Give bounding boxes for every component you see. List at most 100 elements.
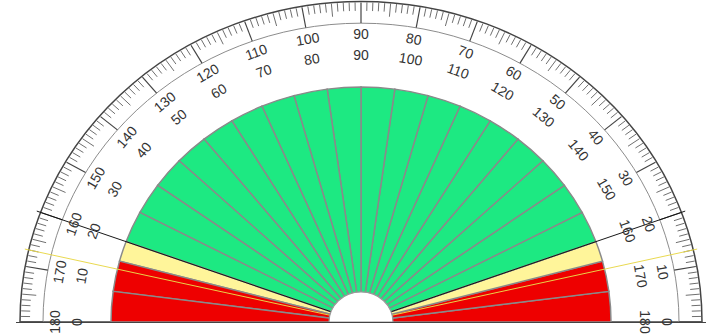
- scale-tick: [82, 139, 93, 147]
- scale-tick: [201, 40, 205, 47]
- scale-tick: [48, 197, 56, 200]
- scale-tick: [496, 30, 500, 38]
- scale-tick: [22, 294, 36, 295]
- scale-tick: [668, 202, 676, 205]
- scale-tick: [416, 7, 420, 27]
- scale-tick: [424, 8, 426, 16]
- scale-tick: [366, 2, 367, 10]
- scale-tick: [666, 197, 674, 200]
- scale-tick: [490, 28, 494, 36]
- scale-tick: [676, 223, 685, 226]
- scale-tick: [360, 2, 361, 23]
- scale-tick: [548, 60, 556, 71]
- scale-tick: [622, 125, 629, 130]
- scale-tick: [101, 117, 118, 130]
- scale-tick: [108, 108, 115, 114]
- scale-tick: [384, 3, 386, 11]
- scale-tick: [578, 81, 584, 87]
- scale-tick: [76, 148, 84, 153]
- scale-tick: [245, 22, 253, 41]
- scale-tick: [372, 3, 373, 11]
- scale-tick: [587, 88, 593, 94]
- scale-tick: [686, 261, 695, 263]
- scale-tick: [31, 245, 40, 247]
- scale-tick: [285, 11, 287, 19]
- scale-tick: [599, 100, 605, 106]
- scale-tick: [536, 51, 541, 58]
- scale-tick: [480, 24, 483, 32]
- scale-tick: [674, 218, 683, 221]
- scale-tick: [256, 18, 259, 26]
- scale-tick: [320, 5, 321, 13]
- scale-tick: [67, 162, 86, 172]
- scale-tick: [378, 3, 379, 11]
- scale-tick: [531, 48, 536, 55]
- scale-tick: [267, 15, 269, 23]
- scale-tick: [53, 187, 66, 193]
- scale-tick: [413, 6, 414, 14]
- scale-tick: [279, 12, 281, 20]
- scale-tick: [28, 256, 37, 258]
- scale-tick: [171, 57, 176, 64]
- scale-tick: [156, 67, 161, 74]
- scale-tick: [125, 92, 131, 98]
- scale-tick: [452, 15, 454, 23]
- scale-tick: [678, 229, 687, 231]
- scale-tick: [161, 63, 166, 70]
- scale-tick: [458, 16, 461, 24]
- reference-line: [361, 211, 685, 322]
- scale-tick: [112, 104, 119, 110]
- scale-tick: [691, 299, 700, 301]
- scale-tick: [541, 54, 546, 61]
- scale-tick: [656, 187, 669, 193]
- scale-tick: [618, 121, 625, 126]
- scale-tick: [166, 60, 174, 71]
- scale-tick: [262, 16, 265, 24]
- scale-tick: [21, 310, 30, 311]
- scale-tick: [656, 177, 664, 181]
- scale-tick: [607, 108, 614, 114]
- scale-tick: [521, 42, 525, 49]
- angle-wedge: [361, 87, 395, 322]
- scale-tick: [302, 7, 306, 27]
- scale-tick: [670, 207, 678, 210]
- protractor-body: [20, 1, 702, 322]
- scale-tick: [24, 278, 33, 279]
- scale-tick: [682, 245, 691, 247]
- scale-tick: [435, 11, 437, 19]
- scale-tick: [692, 316, 701, 317]
- scale-tick: [560, 67, 565, 74]
- scale-tick: [650, 167, 658, 171]
- scale-tick: [430, 9, 432, 17]
- scale-tick: [395, 4, 397, 12]
- outer-scale-number: 170: [51, 259, 69, 284]
- outer-scale-number: 10: [654, 263, 670, 281]
- scale-tick: [21, 316, 30, 317]
- scale-tick: [207, 37, 211, 45]
- scale-tick: [389, 4, 390, 17]
- scale-tick: [463, 18, 466, 26]
- scale-tick: [692, 305, 701, 306]
- scale-tick: [639, 148, 647, 153]
- inner-scale-number: 80: [303, 51, 321, 67]
- scale-tick: [325, 4, 327, 12]
- scale-tick: [223, 30, 227, 38]
- scale-tick: [499, 32, 505, 44]
- scale-tick: [546, 57, 551, 64]
- scale-tick: [116, 100, 122, 106]
- scale-tick: [674, 267, 696, 271]
- scale-tick: [565, 70, 571, 77]
- scale-tick: [21, 305, 30, 306]
- scale-tick: [24, 283, 33, 284]
- scale-tick: [50, 192, 58, 195]
- scale-tick: [40, 218, 49, 221]
- scale-tick: [61, 172, 69, 176]
- scale-arc: [43, 23, 679, 322]
- scale-tick: [191, 45, 202, 63]
- scale-tick: [686, 294, 700, 295]
- scale-tick: [628, 139, 639, 147]
- scale-tick: [250, 20, 253, 28]
- scale-tick: [239, 24, 242, 32]
- scale-tick: [355, 2, 356, 10]
